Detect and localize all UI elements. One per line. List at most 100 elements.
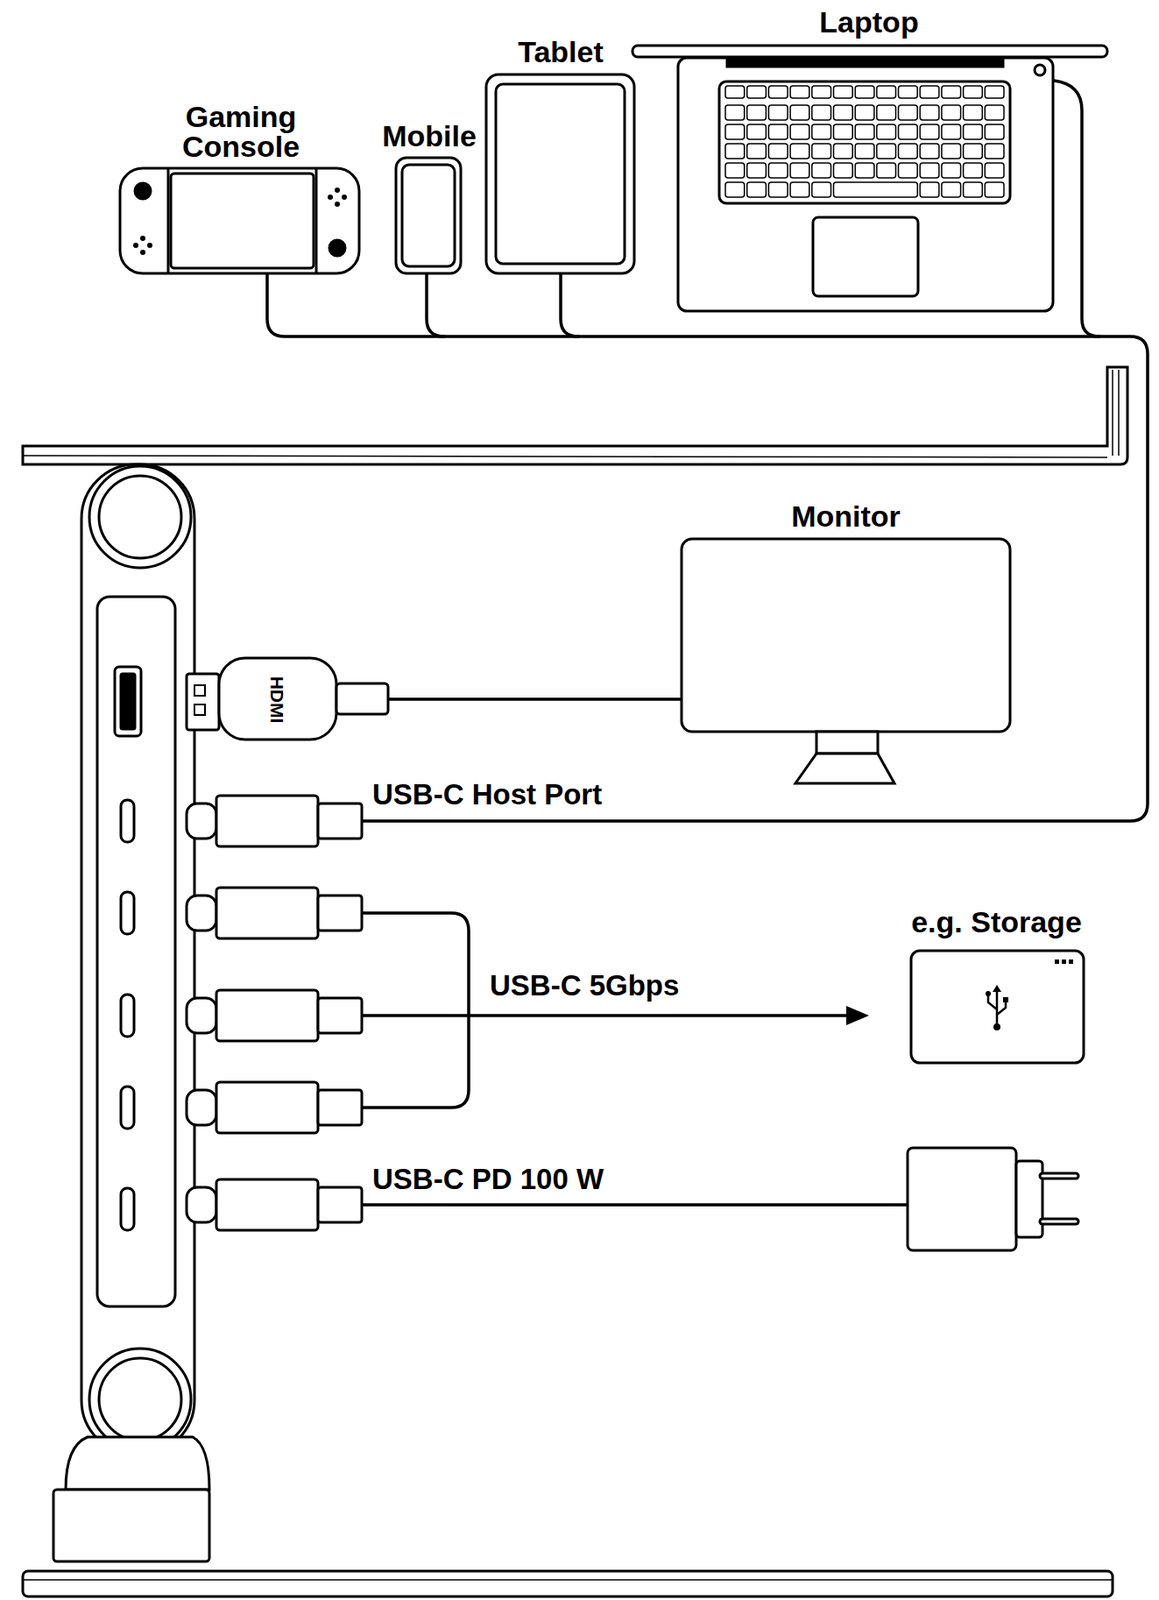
tablet-drawing xyxy=(486,74,635,274)
plug-boot xyxy=(318,1089,362,1125)
console-buttons-part xyxy=(341,194,347,200)
hub-stand-part xyxy=(1117,369,1120,456)
key xyxy=(833,143,854,159)
key xyxy=(747,105,767,121)
plug-body xyxy=(216,1179,319,1230)
key xyxy=(941,85,962,99)
key xyxy=(984,124,1004,140)
key xyxy=(747,162,767,178)
port-label: USB-C 5Gbps xyxy=(489,970,679,1000)
hdmi-plug-part xyxy=(336,683,389,714)
key xyxy=(876,85,897,99)
monitor-drawing xyxy=(681,538,1011,784)
connector-text: HDMI xyxy=(268,675,287,723)
key xyxy=(768,85,788,99)
storage-drawing-part xyxy=(1054,959,1060,964)
console-buttons-part xyxy=(334,201,340,207)
hub-ports-part xyxy=(120,673,135,729)
console-buttons-part xyxy=(334,187,340,193)
storage-drawing-part xyxy=(992,984,1002,992)
key xyxy=(725,105,745,121)
key xyxy=(941,105,962,121)
hub-ports xyxy=(114,666,142,1230)
device-label: Laptop xyxy=(674,7,1064,37)
storage-drawing-part xyxy=(993,1023,1001,1031)
plug-tip xyxy=(186,803,217,839)
key xyxy=(963,182,983,198)
hub-stand-part xyxy=(65,1436,210,1490)
console-buttons xyxy=(133,187,347,255)
port-label: USB-C PD 100 W xyxy=(372,1164,604,1194)
plug-boot xyxy=(318,803,362,839)
key xyxy=(898,85,919,99)
hub-stand-part xyxy=(97,596,176,1307)
key xyxy=(747,124,767,140)
key xyxy=(812,85,832,99)
key xyxy=(725,162,745,178)
hub-stand xyxy=(22,367,1128,1597)
plug-tip xyxy=(186,895,217,931)
key xyxy=(790,105,810,121)
key xyxy=(768,143,788,159)
key xyxy=(725,85,745,99)
monitor-drawing-part xyxy=(816,731,878,754)
key xyxy=(876,124,897,140)
mobile-node: Mobile xyxy=(381,120,477,277)
hub-stand-part xyxy=(22,455,1108,458)
key xyxy=(963,124,983,140)
storage-drawing-part xyxy=(1061,959,1067,964)
hub-ports-part xyxy=(120,994,135,1037)
gaming-console-drawing-part xyxy=(329,240,346,256)
arrowhead xyxy=(846,1005,870,1025)
gaming-console-drawing xyxy=(120,168,360,274)
hub-stand-part xyxy=(22,1578,1113,1581)
key xyxy=(984,182,1004,198)
key xyxy=(963,105,983,121)
console-buttons-part xyxy=(140,249,146,255)
key xyxy=(855,124,875,140)
storage-drawing-part xyxy=(911,950,1084,1063)
cables-part xyxy=(267,273,1148,821)
monitor-drawing-part xyxy=(795,753,895,784)
key xyxy=(941,162,962,178)
hub-stand-part xyxy=(22,1570,1113,1597)
gaming-console-drawing-part xyxy=(170,173,314,269)
plug-tip xyxy=(186,1089,217,1125)
storage-node: e.g. Storage xyxy=(894,906,1099,1067)
laptop-drawing xyxy=(632,45,1108,311)
key xyxy=(898,105,919,121)
key xyxy=(833,85,854,99)
keyboard-keys xyxy=(725,85,1004,198)
console-node: Gaming Console xyxy=(113,101,368,277)
plug-boot xyxy=(318,1187,362,1223)
hub-ports-part xyxy=(114,666,142,736)
cables-part xyxy=(426,273,445,337)
key xyxy=(984,143,1004,159)
hdmi-plug-part xyxy=(194,704,205,715)
key xyxy=(725,124,745,140)
key xyxy=(768,182,788,198)
key xyxy=(833,162,854,178)
storage-drawing-part xyxy=(988,989,1006,1025)
device-label: Monitor xyxy=(678,501,1014,531)
plug-body xyxy=(216,795,319,847)
port-label: USB-C Host Port xyxy=(372,779,602,809)
hdmi-plug-part xyxy=(186,673,220,730)
device-label: Tablet xyxy=(473,36,648,67)
key xyxy=(941,124,962,140)
key xyxy=(725,182,745,198)
key xyxy=(984,105,1004,121)
hub-stand-part xyxy=(1111,369,1114,456)
key xyxy=(963,143,983,159)
console-buttons-part xyxy=(147,242,153,248)
plug-boot xyxy=(318,997,362,1033)
key xyxy=(898,162,919,178)
key xyxy=(919,182,940,198)
hub-stand-part xyxy=(89,466,191,568)
key xyxy=(919,143,940,159)
key xyxy=(876,105,897,121)
monitor-node: Monitor xyxy=(678,501,1014,785)
storage-drawing-part xyxy=(1003,996,1009,1003)
key xyxy=(941,182,962,198)
